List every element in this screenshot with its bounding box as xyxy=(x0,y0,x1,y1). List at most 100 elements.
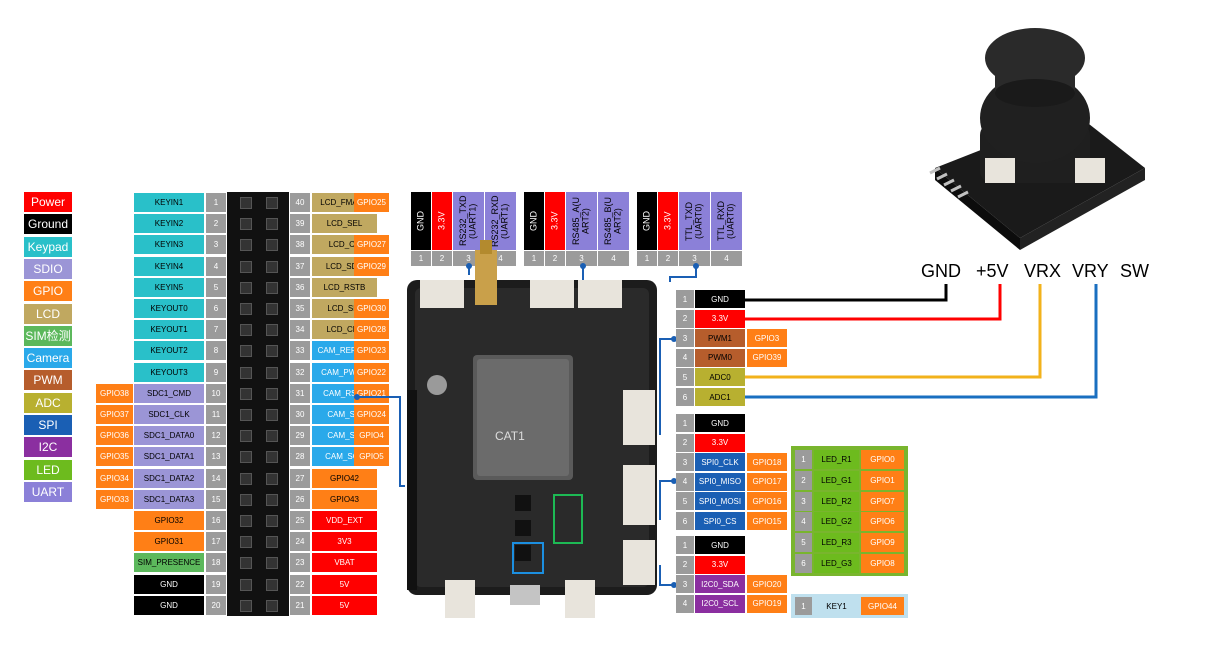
header-gpio-label: GPIO23 xyxy=(354,341,389,361)
legend-item: PWM xyxy=(24,370,72,391)
header-gpio-label: GPIO33 xyxy=(96,489,133,509)
joystick-pin-label: VRY xyxy=(1072,261,1109,281)
joystick-illustration xyxy=(929,28,1145,250)
header-pin-label: KEYOUT1 xyxy=(134,320,204,340)
led-table-gpio: GPIO1 xyxy=(861,470,904,490)
right-connector-pin-label: 3.3V xyxy=(695,309,745,328)
pin-hole xyxy=(240,557,252,570)
right-connector-pin-label: SPI0_CS xyxy=(695,512,745,530)
header-pin-label: KEYOUT2 xyxy=(134,341,204,361)
right-connector-pin-number: 4 xyxy=(676,594,694,613)
header-pin-number: 1 xyxy=(206,193,226,212)
right-connector-pin-number: 6 xyxy=(676,512,694,530)
pin-hole xyxy=(266,451,278,464)
header-gpio-label: GPIO37 xyxy=(96,405,133,424)
pin-hole xyxy=(266,345,278,358)
legend-item: UART xyxy=(24,481,72,502)
header-gpio-label: GPIO5 xyxy=(354,447,389,467)
header-pin-label: KEYIN2 xyxy=(134,214,204,234)
header-pin-label: KEYIN3 xyxy=(134,235,204,255)
header-pin-label: KEYOUT3 xyxy=(134,362,204,382)
right-connector-pin-number: 3 xyxy=(676,453,694,472)
header-pin-label: LCD_SEL xyxy=(312,214,377,234)
header-pin-number: 3 xyxy=(206,235,226,255)
header-pin-label: SDC1_DATA2 xyxy=(134,468,204,488)
header-pin-label: 5V xyxy=(312,574,377,594)
header-pin-number: 40 xyxy=(290,193,310,212)
header-gpio-label: GPIO35 xyxy=(96,447,133,467)
right-connector-pin-label: ADC0 xyxy=(695,368,745,387)
header-pin-number: 15 xyxy=(206,489,226,509)
header-gpio-label: GPIO36 xyxy=(96,426,133,446)
led-table-gpio: GPIO0 xyxy=(861,450,904,469)
header-pin-number: 7 xyxy=(206,320,226,340)
right-connector-pin-label: GND xyxy=(695,536,745,554)
header-pin-label: SDC1_CMD xyxy=(134,383,204,403)
pin-hole xyxy=(266,324,278,337)
right-connector-gpio-label: GPIO39 xyxy=(747,348,787,367)
legend-item: ADC xyxy=(24,392,72,413)
header-pin-label: KEYIN4 xyxy=(134,256,204,276)
pin-hole xyxy=(240,239,252,252)
joystick-pin-label: GND xyxy=(921,261,961,281)
right-connector-pin-number: 6 xyxy=(676,388,694,406)
right-connector-pin-number: 1 xyxy=(676,536,694,554)
pin-hole xyxy=(240,281,252,294)
header-pin-number: 27 xyxy=(290,468,310,488)
header-pin-label: SDC1_DATA0 xyxy=(134,426,204,446)
right-connector-pin-label: SPI0_MOSI xyxy=(695,492,745,511)
header-pin-number: 35 xyxy=(290,299,310,318)
led-table-number: 2 xyxy=(795,470,812,490)
top-connector-pin-number: 2 xyxy=(432,251,452,266)
header-pin-number: 17 xyxy=(206,532,226,552)
header-pin-number: 25 xyxy=(290,511,310,530)
header-pin-label: GND xyxy=(134,595,204,615)
legend-item: I2C xyxy=(24,437,72,458)
header-pin-number: 36 xyxy=(290,277,310,297)
top-connector-pin-number: 1 xyxy=(637,251,657,266)
top-connector-pin-number: 2 xyxy=(545,251,565,266)
header-pin-number: 23 xyxy=(290,553,310,573)
header-pin-number: 39 xyxy=(290,214,310,234)
pin-hole xyxy=(266,493,278,506)
header-gpio-label: GPIO25 xyxy=(354,193,389,212)
legend-item: Keypad xyxy=(24,236,72,257)
right-connector-pin-label: I2C0_SCL xyxy=(695,594,745,613)
right-connector-gpio-label: GPIO16 xyxy=(747,492,787,511)
right-connector-pin-label: ADC1 xyxy=(695,388,745,406)
pin-hole xyxy=(266,197,278,209)
header-gpio-label: GPIO27 xyxy=(354,235,389,255)
joystick-pin-label: SW xyxy=(1120,261,1149,281)
pin-hole xyxy=(266,303,278,315)
pin-hole xyxy=(266,430,278,443)
header-pin-label: VBAT xyxy=(312,553,377,573)
pin-hole xyxy=(240,218,252,231)
header-pin-number: 28 xyxy=(290,447,310,467)
header-pin-label: SDC1_DATA1 xyxy=(134,447,204,467)
joystick-pin-label: +5V xyxy=(976,261,1009,281)
pin-hole xyxy=(266,599,278,612)
header-pin-number: 13 xyxy=(206,447,226,467)
right-connector-pin-number: 3 xyxy=(676,329,694,348)
right-connector-gpio-label: GPIO3 xyxy=(747,329,787,348)
header-gpio-label: GPIO21 xyxy=(354,383,389,403)
pin-hole xyxy=(240,578,252,591)
header-pin-number: 6 xyxy=(206,299,226,318)
right-connector-gpio-label: GPIO15 xyxy=(747,512,787,530)
pin-hole xyxy=(240,472,252,485)
header-pin-label: 3V3 xyxy=(312,532,377,552)
led-table-number: 1 xyxy=(795,450,812,469)
legend-item: Ground xyxy=(24,214,72,235)
header-pin-number: 9 xyxy=(206,362,226,382)
header-pin-number: 32 xyxy=(290,362,310,382)
pin-hole xyxy=(240,536,252,549)
header-pin-label: 5V xyxy=(312,595,377,615)
header-pin-number: 30 xyxy=(290,405,310,424)
right-connector-pin-label: PWM0 xyxy=(695,348,745,367)
right-connector-pin-number: 2 xyxy=(676,555,694,574)
right-connector-pin-label: GND xyxy=(695,290,745,308)
right-connector-gpio-label: GPIO18 xyxy=(747,453,787,472)
led-table-label: LED_G1 xyxy=(814,470,859,490)
pin-hole xyxy=(266,515,278,527)
pin-hole xyxy=(240,451,252,464)
